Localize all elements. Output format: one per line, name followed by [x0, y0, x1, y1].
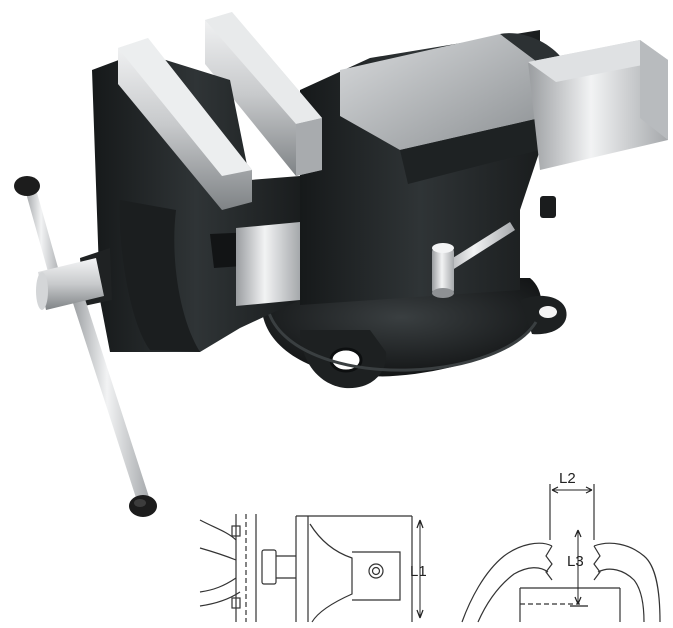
dimension-label-l2: L2: [559, 470, 576, 487]
guide-bar: [236, 222, 300, 306]
dimension-l1: [416, 519, 424, 619]
handle-knob-top: [14, 176, 40, 196]
dimension-label-l3: L3: [567, 553, 584, 570]
movable-jaw: [80, 38, 300, 352]
fixed-jaw: [205, 12, 668, 305]
side-view-diagram: [199, 514, 424, 623]
anvil-plate: [340, 34, 540, 150]
spindle-handle: [14, 176, 157, 517]
swivel-lock-lever: [432, 196, 556, 298]
jaw-detail-diagram: [461, 484, 661, 623]
bench-vise-illustration: [14, 12, 668, 517]
dimension-label-l1: L1: [410, 563, 427, 580]
